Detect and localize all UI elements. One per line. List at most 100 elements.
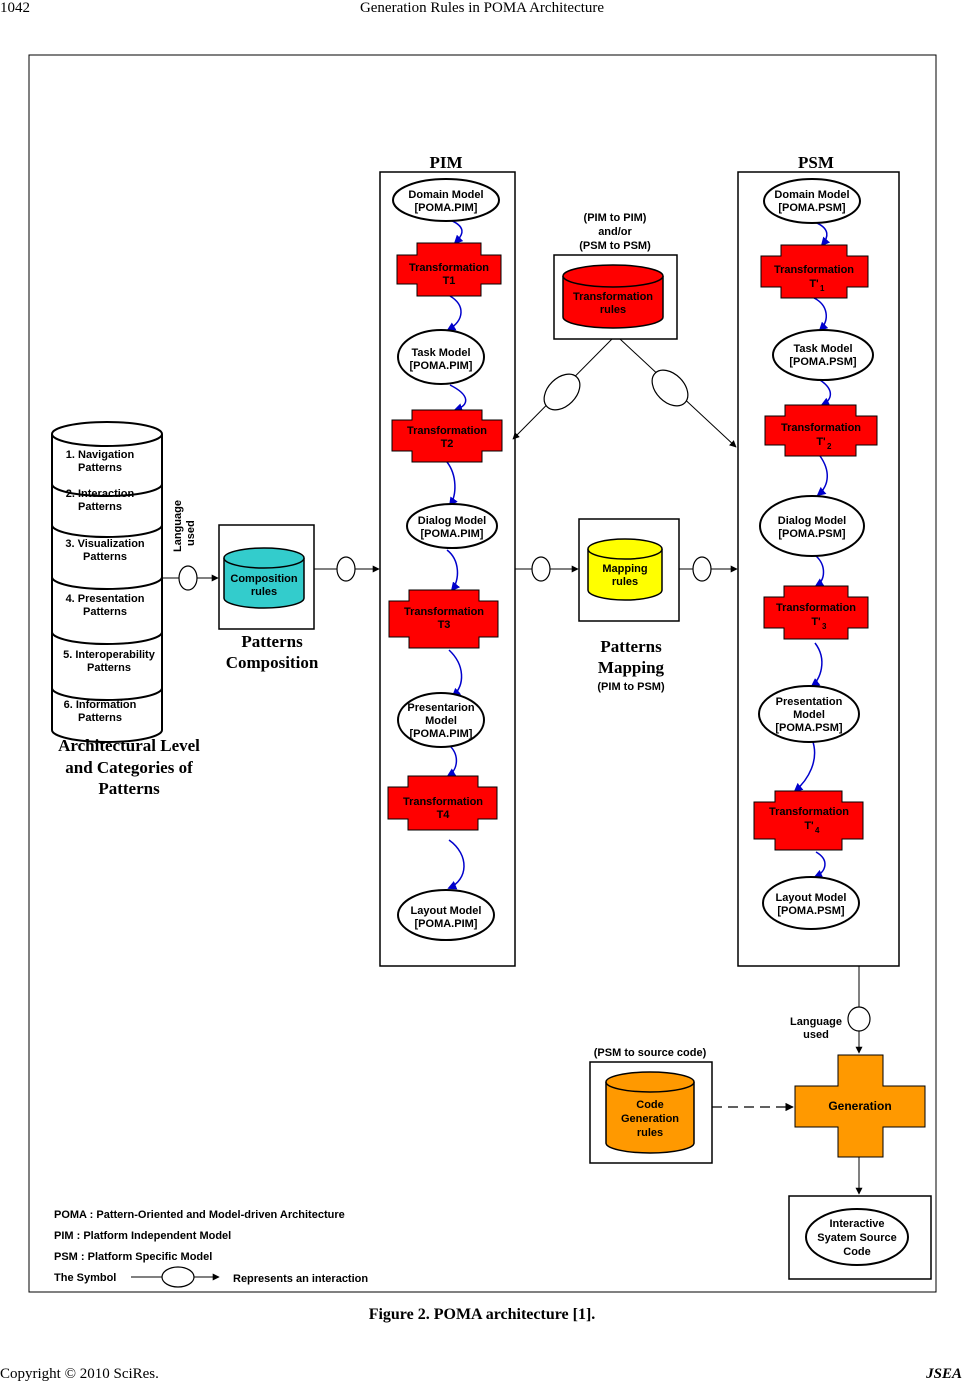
legend-symbol-label: The Symbol <box>54 1272 116 1284</box>
svg-text:T4: T4 <box>437 809 451 821</box>
interaction-symbol <box>531 556 551 582</box>
legend-represents: Represents an interaction <box>233 1273 368 1285</box>
svg-text:Generation: Generation <box>621 1113 679 1125</box>
mapping-caption-1: Patterns <box>600 637 662 656</box>
svg-text:Transformation: Transformation <box>769 806 849 818</box>
pattern-6-line2: Patterns <box>78 712 122 724</box>
svg-text:rules: rules <box>251 586 277 598</box>
svg-text:Mapping: Mapping <box>602 563 647 575</box>
outer-frame <box>28 54 937 1293</box>
patterns-caption-1: Architectural Level <box>58 736 200 755</box>
transformation-rules-header-2: and/or <box>598 226 632 238</box>
svg-text:Dialog Model: Dialog Model <box>418 515 486 527</box>
psm-task-model: Task Model [POMA.PSM] <box>772 329 874 381</box>
svg-text:Presentarion: Presentarion <box>407 702 475 714</box>
svg-text:[POMA.PIM]: [POMA.PIM] <box>415 202 478 214</box>
svg-text:Transformation: Transformation <box>774 264 854 276</box>
psm-transformation-t4: Transformation T' 4 <box>753 790 864 851</box>
composition-caption-1: Patterns <box>241 632 303 651</box>
svg-text:Transformation: Transformation <box>573 291 653 303</box>
page-number: 1042 <box>0 0 30 16</box>
journal-name: JSEA <box>926 1366 962 1382</box>
svg-text:T': T' <box>816 436 826 448</box>
transformation-rules-header-3: (PSM to PSM) <box>579 240 651 252</box>
interaction-symbol <box>692 556 712 582</box>
psm-presentation-model: Presentation Model [POMA.PSM] <box>758 685 860 743</box>
psm-transformation-t2: Transformation T' 2 <box>764 404 878 457</box>
composition-rules-cylinder: Composition rules <box>223 547 305 609</box>
svg-text:Model: Model <box>425 715 457 727</box>
interaction-symbol <box>178 565 198 591</box>
svg-text:Transformation: Transformation <box>403 796 483 808</box>
svg-text:[POMA.PIM]: [POMA.PIM] <box>415 918 478 930</box>
svg-text:Code: Code <box>636 1099 664 1111</box>
psm-transformation-t1: Transformation T' 1 <box>760 244 869 299</box>
svg-text:Transformation: Transformation <box>776 602 856 614</box>
interactive-system-source-code: Interactive Syatem Source Code <box>805 1208 909 1266</box>
svg-text:Transformation: Transformation <box>407 425 487 437</box>
svg-text:[POMA.PIM]: [POMA.PIM] <box>410 360 473 372</box>
pim-domain-model: Domain Model [POMA.PIM] <box>392 178 500 222</box>
pim-transformation-t3: Transformation T3 <box>388 589 499 649</box>
svg-text:Model: Model <box>793 709 825 721</box>
running-title: Generation Rules in POMA Architecture <box>359 0 605 16</box>
svg-text:[POMA.PSM]: [POMA.PSM] <box>775 722 843 734</box>
pim-title: PIM <box>429 153 462 172</box>
pattern-3-line2: Patterns <box>83 551 127 563</box>
svg-text:used: used <box>185 520 197 546</box>
svg-text:T': T' <box>804 820 814 832</box>
patterns-caption-3: Patterns <box>98 779 160 798</box>
legend-poma: POMA : Pattern-Oriented and Model-driven… <box>54 1209 345 1221</box>
svg-text:[POMA.PSM]: [POMA.PSM] <box>777 905 845 917</box>
legend-pim: PIM : Platform Independent Model <box>54 1230 231 1242</box>
psm-title: PSM <box>798 153 834 172</box>
svg-text:Layout Model: Layout Model <box>411 905 482 917</box>
svg-text:Composition: Composition <box>230 573 297 585</box>
svg-text:1: 1 <box>820 284 825 293</box>
svg-text:T2: T2 <box>441 438 454 450</box>
pattern-3-line1: 3. Visualization <box>65 538 145 550</box>
pattern-2-line1: 2. Interaction <box>66 488 135 500</box>
svg-text:Generation: Generation <box>828 1099 891 1113</box>
svg-text:Domain Model: Domain Model <box>774 189 849 201</box>
svg-text:T1: T1 <box>443 275 456 287</box>
pattern-4-line2: Patterns <box>83 606 127 618</box>
language-used-rotated: Language used <box>172 500 197 552</box>
pim-task-model: Task Model [POMA.PIM] <box>397 329 485 385</box>
svg-text:rules: rules <box>600 304 626 316</box>
svg-text:3: 3 <box>822 622 827 631</box>
svg-text:Transformation: Transformation <box>409 262 489 274</box>
interaction-symbol <box>543 373 581 411</box>
generation-block: Generation <box>794 1054 926 1158</box>
svg-text:Task Model: Task Model <box>411 347 470 359</box>
psm-dialog-model: Dialog Model [POMA.PSM] <box>759 495 865 557</box>
svg-text:Code: Code <box>843 1246 871 1258</box>
svg-text:[POMA.PSM]: [POMA.PSM] <box>789 356 857 368</box>
svg-text:Layout Model: Layout Model <box>776 892 847 904</box>
svg-text:[POMA.PIM]: [POMA.PIM] <box>421 528 484 540</box>
legend-interaction-symbol <box>161 1266 195 1288</box>
figure-caption: Figure 2. POMA architecture [1]. <box>368 1306 596 1323</box>
svg-text:rules: rules <box>612 576 638 588</box>
generation-language-used-1: Language <box>790 1016 842 1028</box>
pim-transformation-t4: Transformation T4 <box>387 775 498 831</box>
pattern-2-line2: Patterns <box>78 501 122 513</box>
mapping-sub: (PIM to PSM) <box>597 681 665 693</box>
svg-text:[POMA.PSM]: [POMA.PSM] <box>778 202 846 214</box>
svg-text:2: 2 <box>827 442 832 451</box>
pattern-1-line1: 1. Navigation <box>66 449 135 461</box>
psm-transformation-t3: Transformation T' 3 <box>763 585 869 640</box>
pim-layout-model: Layout Model [POMA.PIM] <box>397 889 495 941</box>
svg-text:Task Model: Task Model <box>793 343 852 355</box>
pim-transformation-t2: Transformation T2 <box>391 409 503 463</box>
code-generation-header: (PSM to source code) <box>594 1047 707 1059</box>
patterns-stack: 1. Navigation Patterns 2. Interaction Pa… <box>51 421 163 743</box>
svg-text:Syatem Source: Syatem Source <box>817 1232 896 1244</box>
svg-text:Transformation: Transformation <box>404 606 484 618</box>
mapping-caption-2: Mapping <box>598 658 665 677</box>
pattern-1-line2: Patterns <box>78 462 122 474</box>
generation-language-used-2: used <box>803 1029 829 1041</box>
svg-text:Presentation: Presentation <box>776 696 843 708</box>
interaction-symbol <box>336 556 356 582</box>
